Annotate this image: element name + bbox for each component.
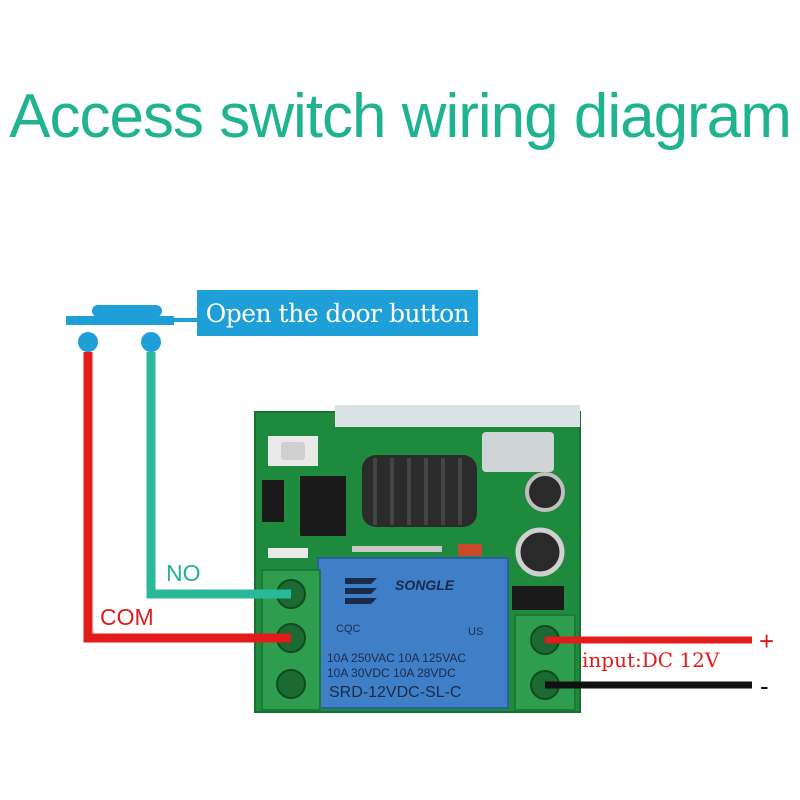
ic-chip: [300, 476, 346, 536]
capacitor-1: [525, 472, 565, 512]
relay: SONGLE CQC US 10A 250VAC 10A 125VAC 10A …: [317, 557, 509, 709]
door-button-symbol: [66, 305, 197, 352]
relay-rating-2: 10A 30VDC 10A 28VDC: [327, 666, 456, 680]
no-wire: [146, 352, 291, 599]
relay-cert-cqc: CQC: [336, 623, 361, 635]
relay-brand: SONGLE: [395, 577, 455, 593]
no-label: NO: [166, 560, 201, 586]
door-button-label: Open the door button: [197, 290, 478, 336]
com-label: COM: [100, 604, 154, 630]
antenna-coil: [362, 455, 477, 527]
wires: [83, 352, 752, 689]
power-input-label: input:DC 12V: [582, 648, 720, 672]
diagram-title: Access switch wiring diagram: [9, 82, 792, 151]
negative-sign: -: [760, 671, 769, 701]
terminal-nc: [276, 669, 306, 699]
right-terminal-block: [514, 614, 576, 711]
com-wire: [83, 352, 291, 643]
relay-cert-us: US: [468, 626, 483, 638]
button-terminal-right: [141, 332, 161, 352]
rf-module: [335, 405, 580, 427]
crystal: [482, 432, 554, 472]
capacitor-2: [515, 527, 565, 577]
relay-model: SRD-12VDC-SL-C: [329, 684, 461, 701]
positive-sign: +: [759, 626, 775, 656]
button-terminal-left: [78, 332, 98, 352]
relay-rating-1: 10A 250VAC 10A 125VAC: [327, 651, 466, 665]
